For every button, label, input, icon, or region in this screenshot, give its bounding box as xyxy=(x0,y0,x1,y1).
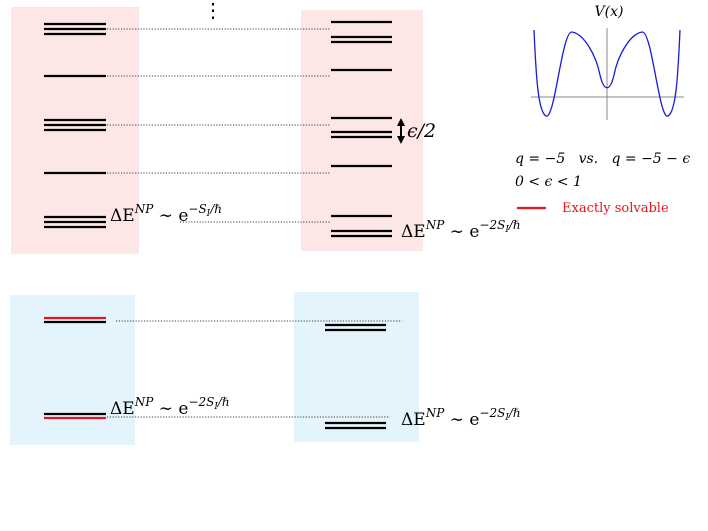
splitting-label-bottom-right: ΔENP ∼ e−2SI/ℏ xyxy=(401,406,521,430)
legend-solvable-label: Exactly solvable xyxy=(562,201,669,216)
levels-top-left xyxy=(44,22,106,229)
splitting-label-top-right: ΔENP ∼ e−2SI/ℏ xyxy=(401,218,521,242)
potential-inset: V(x) xyxy=(531,4,684,120)
epsilon-half-label: ϵ/2 xyxy=(407,120,436,142)
potential-curve xyxy=(533,29,681,117)
levels-bottom-right xyxy=(325,323,386,430)
pink-panel-right xyxy=(301,10,423,251)
ellipsis-dots: ⋮ xyxy=(203,0,223,22)
potential-title: V(x) xyxy=(595,4,624,20)
levels-top-right xyxy=(331,20,392,238)
splitting-label-top-left: ΔENP ∼ e−SI/ℏ xyxy=(110,202,222,226)
levels-bottom-left xyxy=(44,316,106,420)
blue-panel-left xyxy=(10,295,135,445)
q-comparison-text: q = −5 vs. q = −5 − ϵ xyxy=(515,151,690,167)
epsilon-range-text: 0 < ϵ < 1 xyxy=(515,174,582,190)
splitting-label-bottom-left: ΔENP ∼ e−2SI/ℏ xyxy=(110,395,230,419)
connector-lines xyxy=(107,28,402,418)
